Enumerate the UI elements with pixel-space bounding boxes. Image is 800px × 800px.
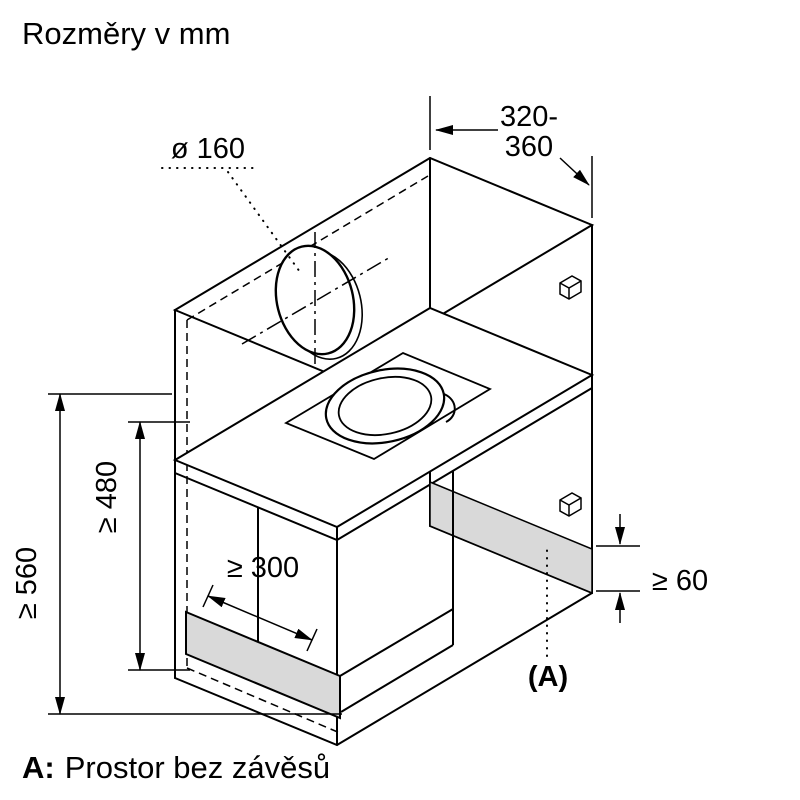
duct-hole (241, 232, 393, 368)
bottom-depth-label: ≥ 300 (227, 552, 299, 584)
page-title: Rozměry v mm (22, 16, 230, 51)
clearance-dashed-lines (186, 175, 429, 734)
legend: A: Prostor bez závěsů (22, 750, 330, 785)
leader-lines (161, 167, 548, 657)
hinge-free-strip (429, 480, 593, 595)
inner-height-label: ≥ 480 (91, 461, 123, 533)
depth-label-line1: 320- (500, 101, 558, 133)
outer-height-label: ≥ 560 (11, 547, 43, 619)
duct-hole-centerlines (241, 232, 393, 368)
dimension-bottom-depth (202, 584, 318, 652)
dimension-depth (429, 96, 593, 218)
dimension-outer-height (48, 393, 342, 715)
legend-text: Prostor bez závěsů (65, 750, 330, 785)
dimension-hinge-free (596, 514, 640, 623)
dimension-inner-height (128, 421, 190, 671)
duct-diameter-label: ø 160 (171, 133, 245, 165)
hinge-icon (559, 275, 582, 300)
duct-collar (283, 351, 492, 461)
hood-visor (185, 610, 341, 720)
depth-label-line2: 360 (505, 131, 553, 163)
hinge-free-label: ≥ 60 (652, 565, 708, 597)
hinge-icon (559, 492, 582, 517)
collar-clip (443, 393, 456, 423)
legend-key: A: (22, 750, 55, 785)
area-label: (A) (528, 661, 568, 693)
